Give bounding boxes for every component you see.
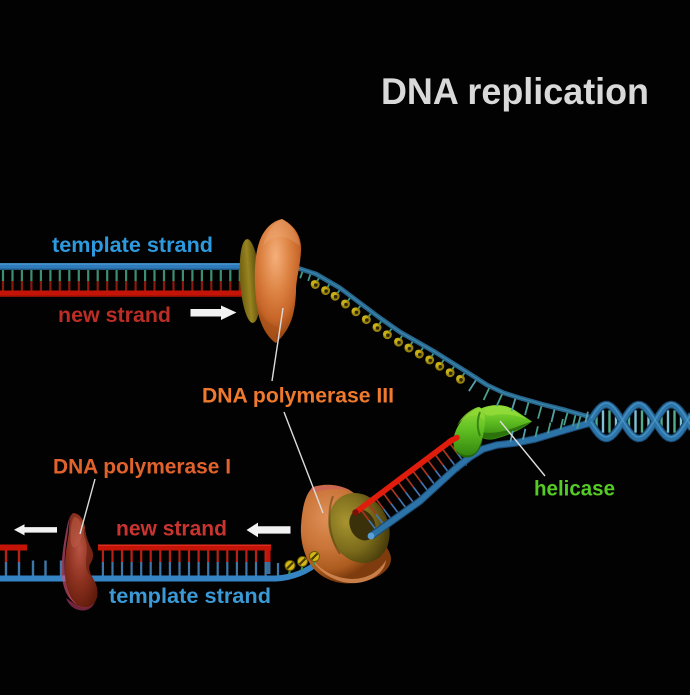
svg-text:helicase: helicase — [534, 478, 615, 501]
svg-text:DNA polymerase I: DNA polymerase I — [53, 455, 231, 479]
svg-text:new strand: new strand — [58, 303, 171, 327]
svg-text:template strand: template strand — [109, 584, 271, 608]
svg-text:new strand: new strand — [116, 517, 227, 541]
svg-text:DNA replication: DNA replication — [381, 71, 649, 112]
svg-text:template strand: template strand — [52, 233, 213, 257]
svg-text:DNA polymerase III: DNA polymerase III — [202, 384, 394, 408]
